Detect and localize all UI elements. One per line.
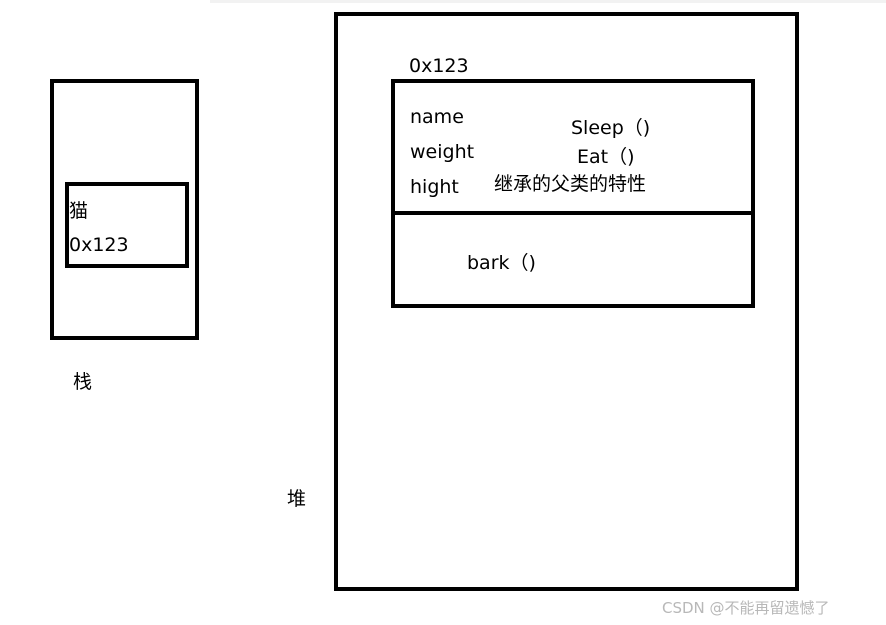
stack-frame <box>50 79 199 340</box>
method-sleep: Sleep（) <box>571 117 651 139</box>
stack-variable-box <box>65 182 189 268</box>
top-edge-line <box>210 0 886 3</box>
object-address: 0x123 <box>409 55 469 77</box>
field-weight: weight <box>410 141 475 163</box>
method-bark: bark（) <box>467 252 536 274</box>
field-hight: hight <box>410 176 459 198</box>
method-eat: Eat（) <box>577 146 635 168</box>
stack-variable-address: 0x123 <box>69 234 129 256</box>
stack-label: 栈 <box>73 371 93 393</box>
object-section-divider <box>391 211 755 215</box>
field-name: name <box>410 106 464 128</box>
heap-frame <box>334 12 799 591</box>
heap-label: 堆 <box>287 488 307 510</box>
watermark: CSDN @不能再留遗憾了 <box>662 599 830 617</box>
inherited-note: 继承的父类的特性 <box>494 173 647 195</box>
stack-variable-name: 猫 <box>69 200 89 222</box>
object-box <box>391 79 755 308</box>
